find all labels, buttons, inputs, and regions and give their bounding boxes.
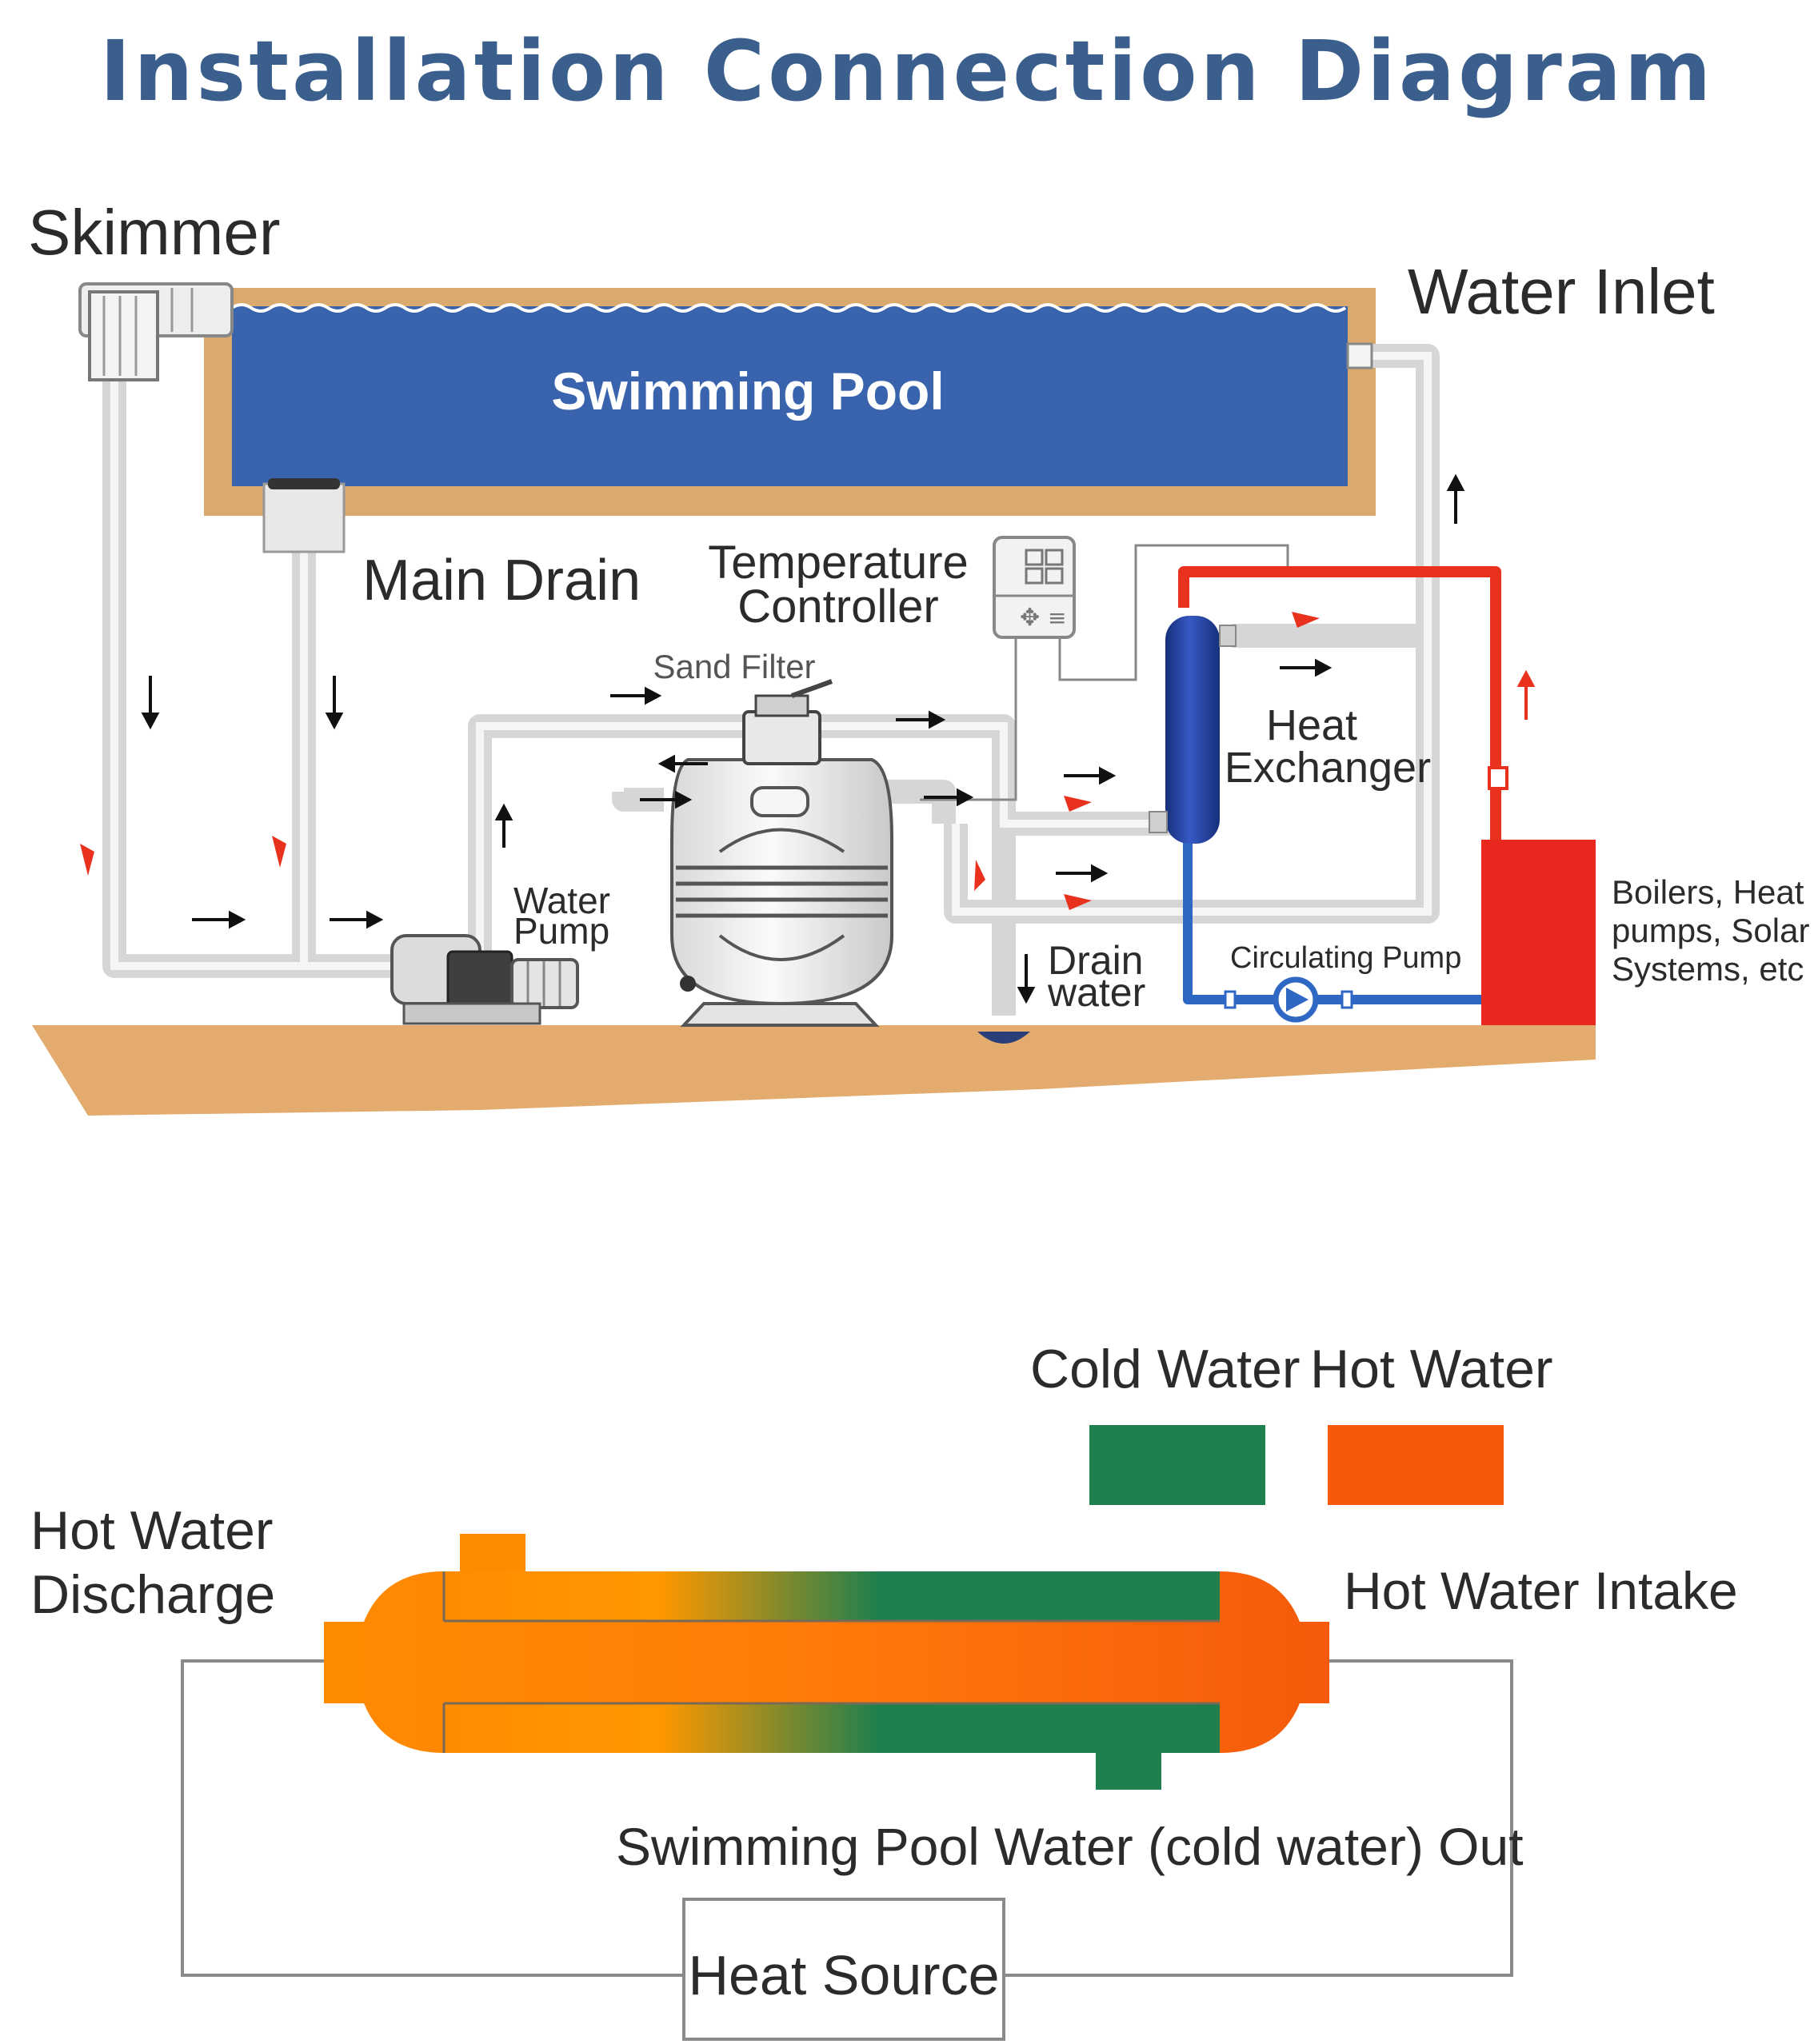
arrow-right-icon bbox=[1280, 658, 1333, 677]
arrow-right-icon bbox=[330, 910, 384, 929]
drain-branch-valve-icon bbox=[974, 860, 985, 891]
temperature-controller-label-line1: Temperature bbox=[708, 537, 969, 589]
swimming-pool-label: Swimming Pool bbox=[551, 361, 944, 421]
arrow-up-icon bbox=[1446, 473, 1465, 524]
pool-water-out-label: Swimming Pool Water (cold water) Out bbox=[616, 1817, 1524, 1876]
controller-menu-icon: ≡ bbox=[1048, 605, 1066, 631]
sand-filter-unit bbox=[670, 679, 893, 1027]
hot-water-discharge-label-line1: Hot Water bbox=[30, 1500, 274, 1561]
water-pump-unit bbox=[390, 934, 579, 1025]
upper-shell-tube bbox=[444, 1571, 1220, 1621]
arrow-down-icon bbox=[141, 676, 160, 730]
legend-cold-label: Cold Water bbox=[1030, 1339, 1301, 1399]
valve-handles bbox=[80, 612, 1320, 910]
controller-wiring bbox=[920, 544, 1289, 801]
pool-water bbox=[232, 306, 1348, 486]
temperature-controller-label-line2: Controller bbox=[737, 581, 938, 633]
arrow-left-icon bbox=[657, 754, 708, 773]
temperature-controller-unit: ✥ ≡ bbox=[993, 536, 1076, 639]
arrow-up-icon bbox=[494, 803, 513, 848]
hot-water-discharge-label-line2: Discharge bbox=[30, 1564, 275, 1625]
ground bbox=[32, 1025, 1596, 1116]
lower-shell-tube bbox=[444, 1703, 1220, 1753]
color-legend: Cold Water Hot Water bbox=[1030, 1339, 1553, 1505]
skimmer-label: Skimmer bbox=[28, 197, 281, 268]
pool-water-waves bbox=[230, 303, 1347, 313]
bypass-valve-icon bbox=[1064, 894, 1092, 910]
cold-return-pipe bbox=[1183, 836, 1488, 1004]
hot-flow-arrow-icon bbox=[1516, 669, 1536, 720]
arrow-right-icon bbox=[1064, 766, 1117, 785]
skimmer-unit bbox=[78, 282, 234, 381]
drain-water-label-line2: water bbox=[1047, 970, 1145, 1015]
arrow-right-icon bbox=[610, 686, 662, 705]
legend-cold-swatch bbox=[1089, 1425, 1265, 1505]
heat-exchanger-label-line2: Exchanger bbox=[1225, 744, 1431, 792]
controller-dpad-icon: ✥ bbox=[1020, 604, 1040, 632]
arrow-down-icon bbox=[1017, 954, 1036, 1004]
sand-filter-label: Sand Filter bbox=[653, 648, 815, 685]
heat-source-loop-line bbox=[181, 1659, 1513, 1977]
arrow-right-icon bbox=[1056, 864, 1109, 883]
heat-source-box bbox=[682, 1898, 1005, 2041]
hx-inlet-valve-icon bbox=[1064, 796, 1092, 812]
heat-exchanger-flow-diagram: Hot Water Discharge Hot Water Intake Swi… bbox=[30, 1500, 1738, 2041]
circulating-pump-label: Circulating Pump bbox=[1230, 941, 1461, 975]
main-drain-unit bbox=[262, 478, 346, 553]
flow-arrows bbox=[141, 473, 1465, 1004]
hot-discharge-nozzle bbox=[460, 1534, 525, 1575]
arrow-right-icon bbox=[192, 910, 246, 929]
main-drain-label: Main Drain bbox=[362, 549, 641, 613]
legend-hot-label: Hot Water bbox=[1310, 1339, 1553, 1399]
exchanger-outlines bbox=[442, 1571, 1220, 1753]
circulating-pump-unit bbox=[1224, 976, 1353, 1023]
cold-out-nozzle bbox=[1096, 1751, 1161, 1790]
water-inlet-label: Water Inlet bbox=[1408, 256, 1715, 327]
drain-valve-icon bbox=[272, 836, 286, 868]
arrow-right-icon bbox=[640, 790, 693, 809]
water-pump-label-line2: Pump bbox=[513, 910, 609, 952]
drain-water-label-line1: Drain bbox=[1048, 938, 1143, 983]
arrow-right-icon bbox=[896, 710, 946, 729]
skimmer-valve-icon bbox=[80, 844, 94, 876]
hx-outlet-valve-icon bbox=[1292, 612, 1320, 628]
water-pump-label-line1: Water bbox=[513, 880, 610, 921]
heat-source-types-line3: Systems, etc bbox=[1612, 950, 1804, 988]
hot-water-intake-label: Hot Water Intake bbox=[1344, 1561, 1738, 1620]
heat-source-types-line1: Boilers, Heat bbox=[1612, 873, 1804, 911]
page-title: Installation Connection Diagram bbox=[100, 22, 1715, 120]
arrow-down-icon bbox=[325, 676, 344, 730]
water-inlet-fitting bbox=[1346, 342, 1373, 369]
heat-exchanger-unit bbox=[1149, 616, 1237, 844]
arrow-right-icon bbox=[924, 788, 974, 807]
heat-source-unit bbox=[1481, 840, 1596, 1025]
pool-installation-diagram: Swimming Pool bbox=[28, 197, 1809, 1116]
heat-exchanger-label-line1: Heat bbox=[1266, 701, 1357, 749]
hot-water-pipe bbox=[1178, 566, 1501, 841]
heat-source-label: Heat Source bbox=[688, 1944, 999, 2006]
hot-pipe-valve bbox=[1488, 766, 1508, 790]
heat-source-types-line2: pumps, Solar bbox=[1612, 912, 1809, 949]
floor-drain-icon bbox=[977, 1032, 1030, 1044]
legend-hot-swatch bbox=[1328, 1425, 1504, 1505]
pvc-pipe-highlights bbox=[110, 352, 1432, 970]
